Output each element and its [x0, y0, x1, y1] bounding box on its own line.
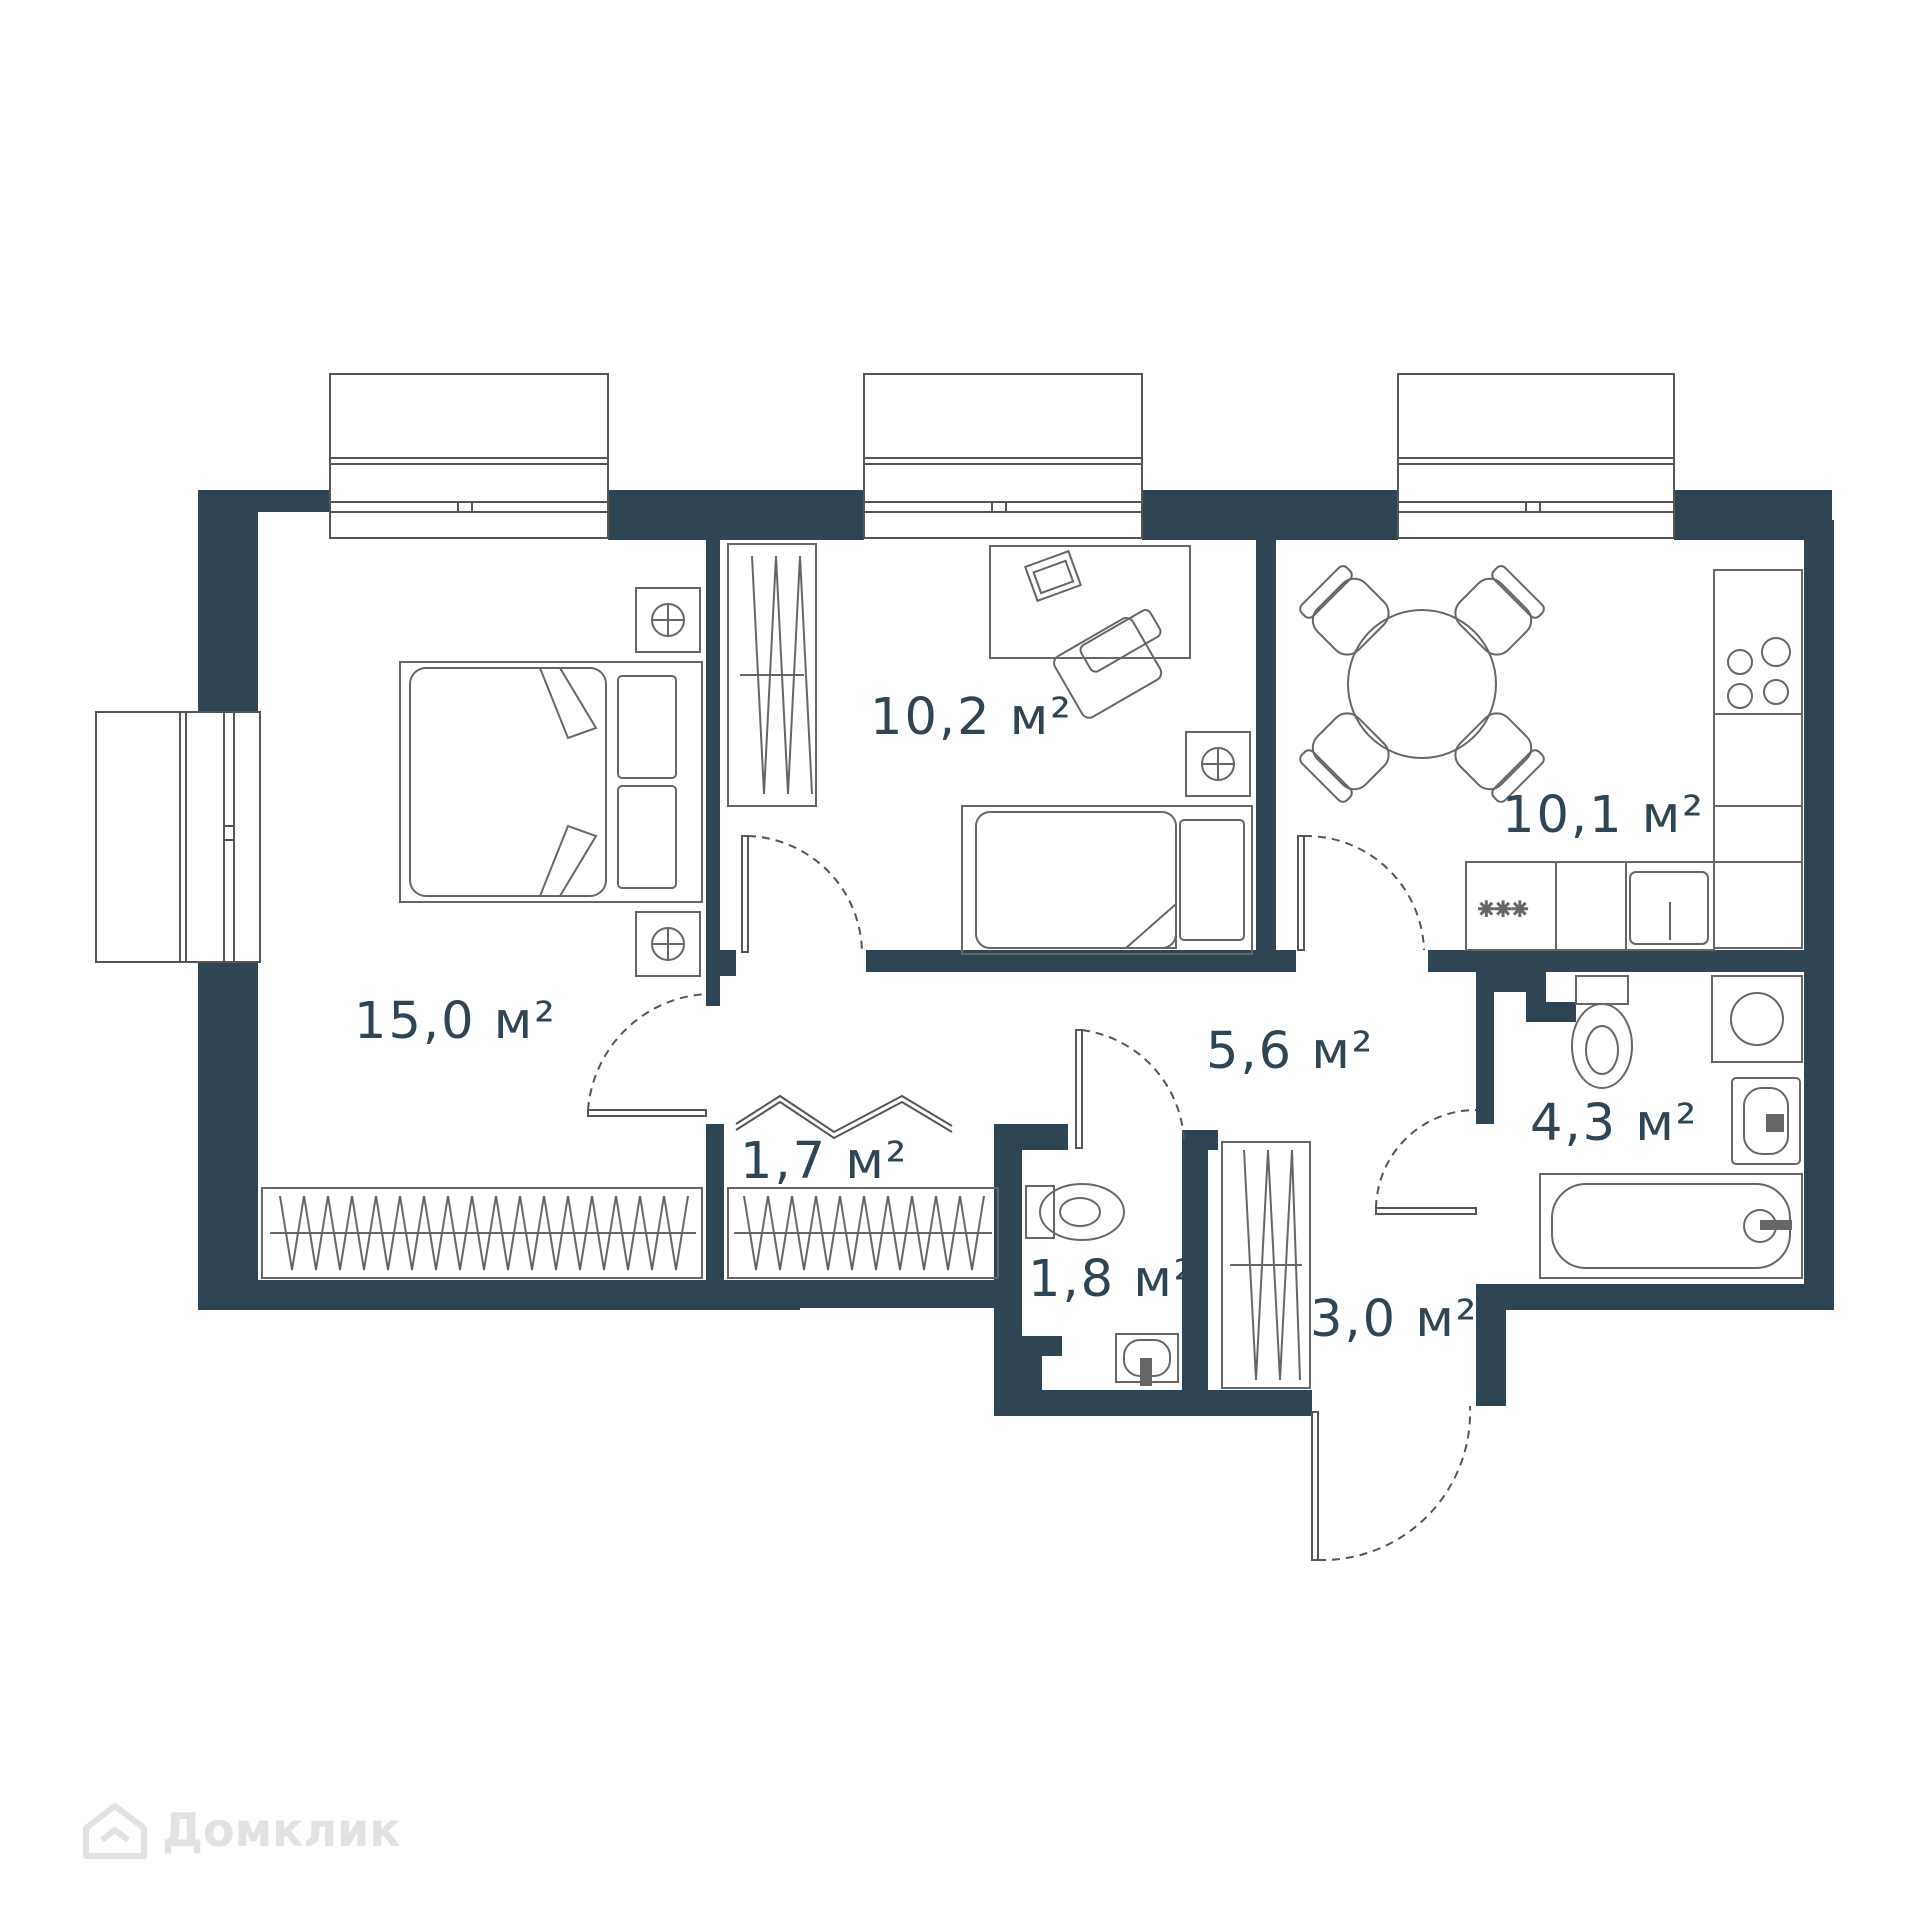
svg-text:✳✳✳: ✳✳✳	[1478, 897, 1528, 921]
area-label-bathroom: 4,3 м²	[1530, 1094, 1699, 1153]
wardrobes	[261, 543, 1311, 1389]
area-label-bedroom: 15,0 м²	[354, 992, 557, 1051]
watermark: Домклик	[80, 1800, 401, 1860]
wc-furniture	[1025, 1183, 1179, 1386]
area-label-kitchen: 10,1 м²	[1502, 786, 1705, 845]
windows	[95, 373, 1675, 963]
watermark-text: Домклик	[162, 1803, 401, 1857]
bedroom-furniture	[399, 587, 703, 977]
area-label-wc: 1,8 м²	[1028, 1250, 1197, 1309]
house-icon	[83, 1803, 147, 1859]
area-label-entrance: 3,0 м²	[1310, 1290, 1479, 1349]
kitchen-furniture: ✳✳✳	[1299, 565, 1803, 951]
room-furniture	[961, 545, 1253, 955]
bathroom-furniture	[1539, 975, 1803, 1279]
walls	[198, 490, 1834, 1416]
area-label-hall: 5,6 м²	[1206, 1022, 1375, 1081]
area-label-closet: 1,7 м²	[740, 1132, 909, 1191]
doors	[587, 834, 1477, 1562]
area-label-room: 10,2 м²	[870, 688, 1073, 747]
